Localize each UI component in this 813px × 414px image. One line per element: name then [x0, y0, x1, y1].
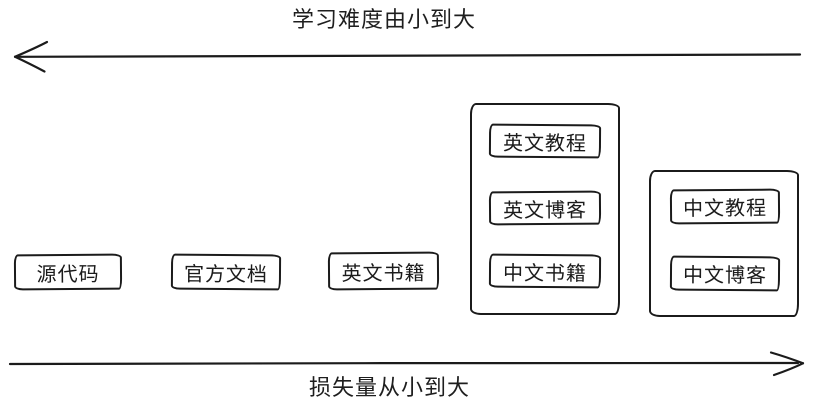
- box-source-code-label: 源代码: [36, 261, 100, 286]
- box-english-blogs-label: 英文博客: [502, 197, 588, 222]
- box-chinese-books: 中文书籍: [488, 253, 602, 289]
- box-chinese-tutorials-label: 中文教程: [682, 195, 768, 221]
- box-chinese-tutorials: 中文教程: [669, 188, 781, 225]
- left-arrow: [13, 40, 802, 73]
- box-english-books-label: 英文书籍: [341, 260, 426, 285]
- box-english-tutorials: 英文教程: [488, 123, 602, 159]
- top-axis-label: 学习难度由小到大: [292, 8, 477, 33]
- box-official-docs: 官方文档: [170, 253, 282, 291]
- group-box-chinese-resources: 中文教程 中文博客: [649, 170, 799, 317]
- box-source-code: 源代码: [13, 253, 123, 291]
- box-english-books: 英文书籍: [327, 251, 440, 291]
- box-chinese-blogs: 中文博客: [669, 255, 781, 292]
- bottom-axis-label: 损失量从小到大: [309, 376, 471, 401]
- group-box-tutorials-blogs-books: 英文教程 英文博客 中文书籍: [470, 103, 620, 315]
- box-english-blogs: 英文博客: [488, 190, 602, 226]
- box-english-tutorials-label: 英文教程: [502, 130, 588, 155]
- box-chinese-books-label: 中文书籍: [502, 260, 588, 285]
- box-chinese-blogs-label: 中文博客: [682, 262, 768, 288]
- box-official-docs-label: 官方文档: [183, 261, 269, 286]
